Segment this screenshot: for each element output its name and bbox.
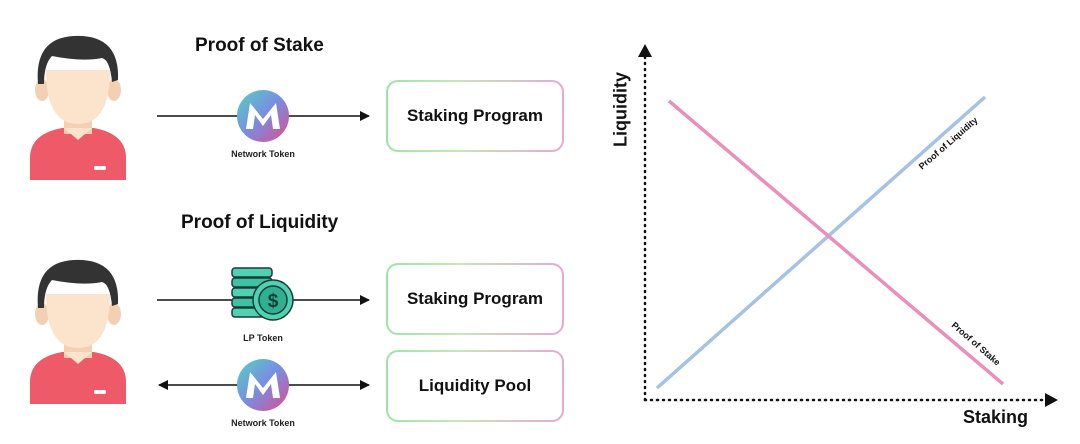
lp-token-label: LP Token (243, 333, 283, 343)
proof-of-stake-line (667, 99, 1005, 386)
proof-of-liquidity-line (655, 95, 987, 390)
user-avatar-icon (30, 259, 126, 404)
y-axis-label: Liquidity (610, 72, 631, 147)
user-avatar-icon (30, 35, 126, 180)
x-axis-label: Staking (963, 407, 1029, 427)
svg-text:$: $ (268, 291, 279, 312)
y-axis-arrow (638, 44, 652, 57)
network-token-icon (237, 359, 289, 411)
proof-of-liquidity-line-label: Proof of Liquidity (917, 115, 980, 171)
lp-token-icon: $ (231, 267, 294, 321)
liquidity-staking-chart: Proof of Liquidity Proof of Stake (638, 44, 1058, 407)
proof-of-liquidity-title: Proof of Liquidity (181, 212, 339, 233)
x-axis-arrow (1045, 393, 1058, 407)
staking-program-box: Staking Program (386, 263, 564, 335)
staking-program-box: Staking Program (386, 80, 564, 152)
network-token-icon (237, 90, 289, 142)
network-token-label: Network Token (231, 149, 295, 159)
proof-of-stake-title: Proof of Stake (195, 35, 324, 56)
liquidity-pool-box: Liquidity Pool (386, 350, 564, 422)
network-token-label: Network Token (231, 418, 295, 428)
